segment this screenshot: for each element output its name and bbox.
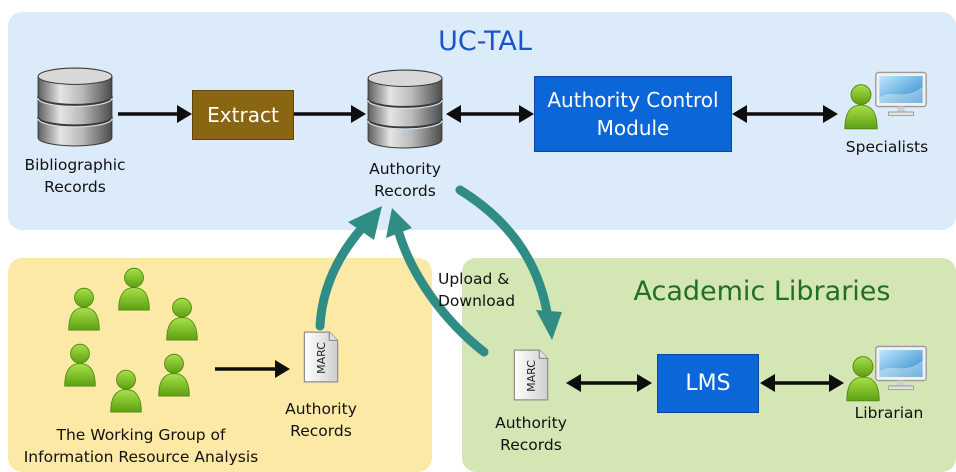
bibliographic-database-icon xyxy=(37,67,113,147)
wg-person-icon xyxy=(118,267,150,311)
wg-person-icon xyxy=(110,369,142,413)
working-group-label: The Working Group of Information Resourc… xyxy=(23,426,259,466)
academic-libraries-title: Academic Libraries xyxy=(633,276,891,307)
authority-control-module-box: Authority Control Module xyxy=(534,76,732,152)
upload-download-label: Upload & Download xyxy=(438,270,516,310)
bibliographic-records-label: Bibliographic Records xyxy=(24,156,126,196)
wg-marc-text: MARC xyxy=(315,342,328,374)
specialists-monitor-icon xyxy=(875,71,927,117)
authority-database-icon xyxy=(367,69,443,149)
lms-box: LMS xyxy=(657,354,759,413)
uc-tal-title: UC-TAL xyxy=(438,26,532,57)
al-marc-text: MARC xyxy=(525,360,538,392)
uc-authority-records-label: Authority Records xyxy=(369,160,441,200)
librarian-person-icon xyxy=(846,356,880,402)
wg-person-icon xyxy=(64,343,96,387)
wg-authority-records-label: Authority Records xyxy=(285,400,357,440)
wg-person-icon xyxy=(158,353,190,397)
curved-arrow-authority-to-al xyxy=(455,185,553,323)
curved-arrow-al-to-authority xyxy=(393,225,489,357)
wg-person-icon xyxy=(68,287,100,331)
librarian-label: Librarian xyxy=(854,404,924,422)
specialists-label: Specialists xyxy=(845,138,929,156)
specialists-person-icon xyxy=(844,84,878,130)
librarian-monitor-icon xyxy=(875,345,927,391)
uc-tal-panel xyxy=(8,12,956,230)
al-authority-records-label: Authority Records xyxy=(495,414,567,454)
extract-box: Extract xyxy=(192,90,294,140)
curved-arrow-wg-to-authority xyxy=(315,223,367,331)
wg-person-icon xyxy=(166,297,198,341)
